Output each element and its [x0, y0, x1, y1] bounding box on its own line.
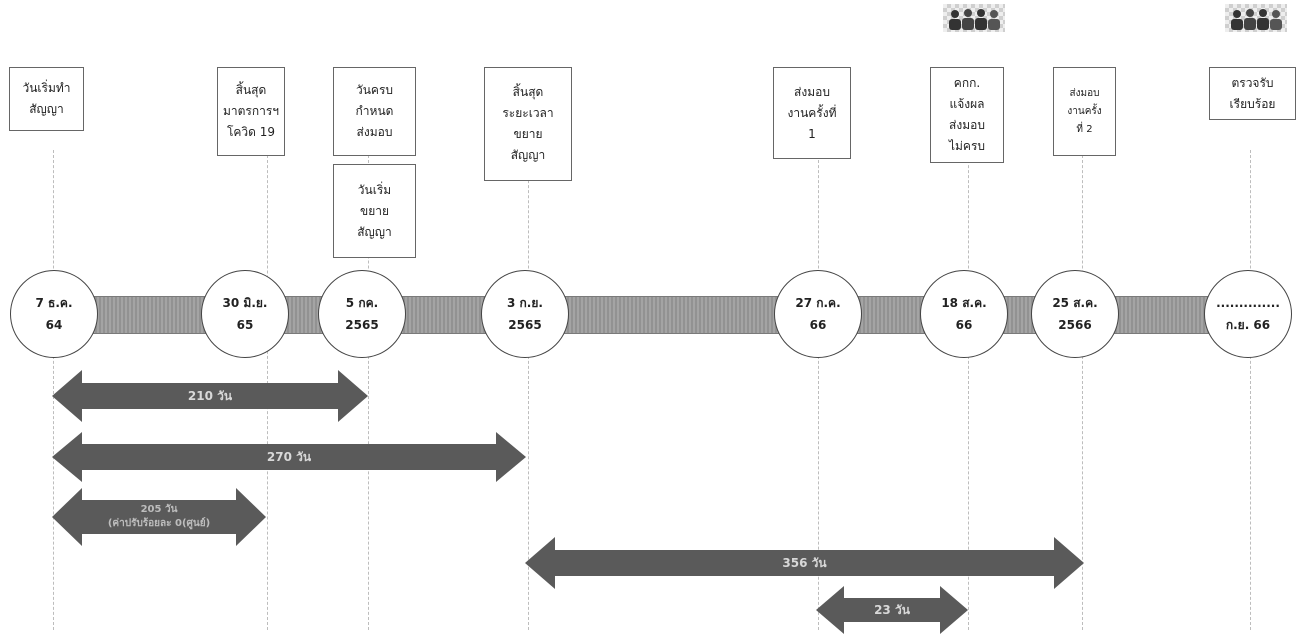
milestone-label: วันเริ่ม ขยาย สัญญา: [357, 182, 392, 239]
duration-arrow: 210 วัน: [52, 370, 368, 422]
milestone-label: ส่งมอบ งานครั้งที่ 1: [787, 84, 837, 141]
duration-label: 270 วัน: [266, 450, 312, 464]
date-circle: 5 กค. 2565: [318, 270, 406, 358]
date-line1: 27 ก.ค.: [795, 296, 841, 310]
date-line2: ก.ย. 66: [1225, 318, 1271, 332]
date-line2: 2566: [1058, 318, 1092, 332]
date-line2: 2565: [508, 318, 542, 332]
date-line1: ..............: [1216, 296, 1280, 310]
milestone-label-box: สิ้นสุด มาตรการฯ โควิด 19: [217, 67, 285, 156]
people-group-icon: [943, 4, 1005, 32]
date-line2: 66: [955, 318, 973, 332]
date-line2: 2565: [345, 318, 379, 332]
date-line1: 25 ส.ค.: [1052, 296, 1098, 310]
duration-label: 23 วัน: [874, 603, 910, 617]
date-line1: 5 กค.: [345, 296, 379, 310]
date-line2: 65: [236, 318, 254, 332]
date-circle: 7 ธ.ค. 64: [10, 270, 98, 358]
milestone-label-box: ส่งมอบ งานครั้ง ที่ 2: [1053, 67, 1116, 156]
milestone-label: วันครบ กำหนด ส่งมอบ: [355, 83, 394, 139]
guide-line: [1250, 150, 1251, 630]
milestone-label: ส่งมอบ งานครั้ง ที่ 2: [1067, 87, 1102, 135]
milestone-label: สิ้นสุด ระยะเวลา ขยาย สัญญา: [502, 85, 554, 162]
date-circle: 27 ก.ค. 66: [774, 270, 862, 358]
date-circle: .............. ก.ย. 66: [1204, 270, 1292, 358]
milestone-label: วันเริ่มทำ สัญญา: [22, 81, 71, 116]
milestone-label: คกก. แจ้งผล ส่งมอบ ไม่ครบ: [948, 76, 986, 153]
milestone-label: สิ้นสุด มาตรการฯ โควิด 19: [222, 83, 280, 139]
people-group-icon: [1225, 4, 1287, 32]
guide-line: [53, 150, 54, 630]
date-line1: 3 ก.ย.: [507, 296, 543, 310]
milestone-label: ตรวจรับ เรียบร้อย: [1229, 75, 1276, 111]
duration-arrow: 356 วัน: [525, 537, 1084, 589]
guide-line: [1082, 150, 1083, 630]
date-line2: 66: [809, 318, 827, 332]
milestone-label-box: วันครบ กำหนด ส่งมอบ: [333, 67, 416, 156]
date-circle: 18 ส.ค. 66: [920, 270, 1008, 358]
date-line1: 18 ส.ค.: [941, 296, 987, 310]
date-circle: 3 ก.ย. 2565: [481, 270, 569, 358]
duration-label: 210 วัน: [187, 389, 233, 403]
date-line2: 64: [45, 318, 63, 332]
milestone-label-box: สิ้นสุด ระยะเวลา ขยาย สัญญา: [484, 67, 572, 181]
guide-line: [968, 150, 969, 630]
guide-line: [818, 150, 819, 630]
date-circle: 30 มิ.ย. 65: [201, 270, 289, 358]
guide-line: [528, 150, 529, 630]
milestone-label-box: ตรวจรับ เรียบร้อย: [1209, 67, 1296, 120]
date-circle: 25 ส.ค. 2566: [1031, 270, 1119, 358]
date-line1: 30 มิ.ย.: [222, 296, 268, 310]
duration-label: 205 วัน (ค่าปรับร้อยละ 0(ศูนย์): [107, 504, 211, 529]
milestone-label-box: คกก. แจ้งผล ส่งมอบ ไม่ครบ: [930, 67, 1004, 163]
milestone-label-box: วันเริ่มทำ สัญญา: [9, 67, 84, 131]
date-line1: 7 ธ.ค.: [35, 296, 73, 310]
duration-arrow: 270 วัน: [52, 432, 526, 482]
milestone-label-box: วันเริ่ม ขยาย สัญญา: [333, 164, 416, 258]
duration-arrow: 205 วัน (ค่าปรับร้อยละ 0(ศูนย์): [52, 488, 266, 546]
guide-line: [368, 150, 369, 630]
milestone-label-box: ส่งมอบ งานครั้งที่ 1: [773, 67, 851, 159]
duration-label: 356 วัน: [782, 556, 827, 570]
duration-arrow: 23 วัน: [816, 586, 968, 634]
